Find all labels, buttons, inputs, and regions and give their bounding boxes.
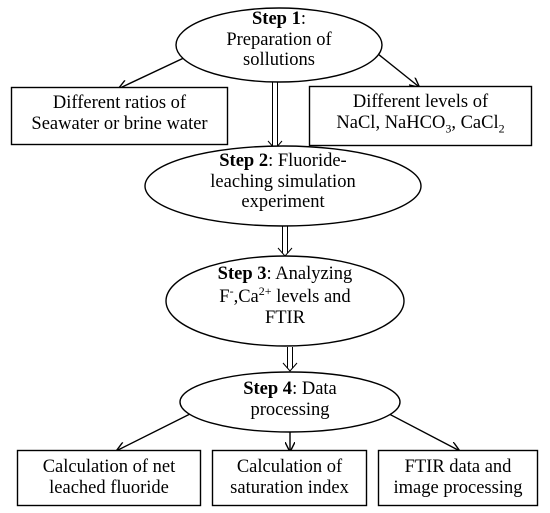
box-net-leached-fluoride [16,449,202,507]
faint-background-text [20,190,170,250]
step1-title: Step 1 [252,9,301,29]
step4-title: Step 4 [243,379,293,399]
ellipse-step2 [144,145,422,227]
box-ftir-data [377,449,539,507]
box-salt-levels [308,85,533,147]
step4-label: Step 4: Data processing [243,379,337,420]
salt-levels-text: Different levels of NaCl, NaHCO3, CaCl2 [336,92,505,136]
double-arrow-step1-to-step2 [267,80,283,150]
box-saturation-index [211,449,368,507]
double-arrow-step2-to-step3 [277,226,293,257]
ellipse-step4 [179,371,401,433]
saturation-index-text: Calculation of saturation index [230,457,349,498]
step1-line2: Preparation of [226,29,332,50]
ftir-data-text: FTIR data and image processing [393,457,523,498]
step3-title: Step 3 [217,264,267,284]
net-leached-fluoride-text: Calculation of net leached fluoride [42,457,176,498]
ellipse-step1 [175,7,383,83]
box-seawater-ratios [10,86,229,146]
step1-line3: sollutions [243,50,315,71]
step2-label: Step 2: Fluoride- leaching simulation ex… [210,151,356,213]
ellipse-step3 [165,255,405,347]
double-arrow-step3-to-step4 [282,347,298,372]
step2-title: Step 2 [219,151,269,171]
step1-label: Step 1: Preparation of sollutions [179,9,379,71]
seawater-ratios-text: Different ratios of Seawater or brine wa… [31,93,208,134]
step3-label: Step 3: Analyzing F-,Ca2+ levels and FTI… [217,264,353,328]
